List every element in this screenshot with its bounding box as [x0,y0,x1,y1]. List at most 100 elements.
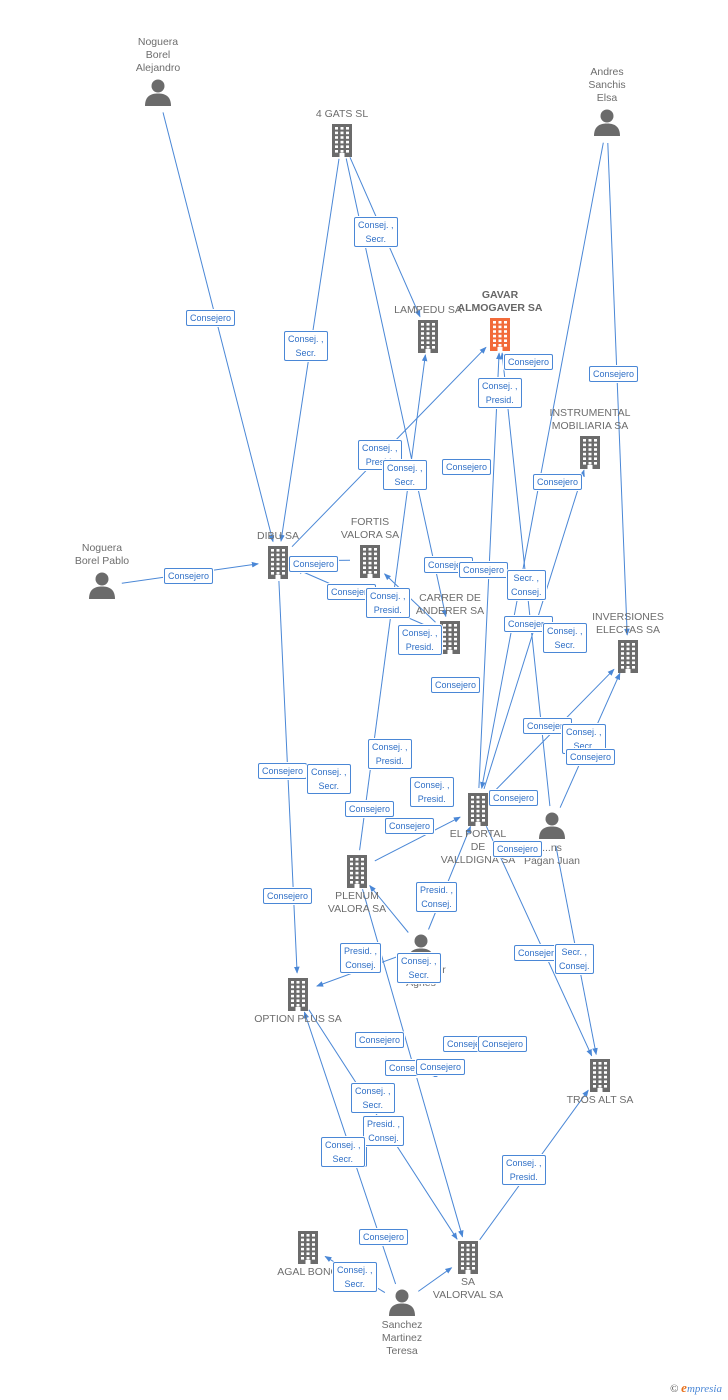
node-noguera_pablo[interactable]: Noguera Borel Pablo [42,542,162,602]
relation-label[interactable]: Consej. , Secr. [284,331,328,361]
node-agal[interactable]: AGAL BONO [248,1228,368,1279]
building-icon [310,544,430,578]
relation-label[interactable]: Consejero [263,888,313,904]
relation-label[interactable]: Secr. , Consej. [555,944,594,974]
node-label: GAVAR ALMOGAVER SA [457,289,543,314]
building-icon [248,1230,368,1264]
brand-logo-e: e [681,1380,687,1395]
person-icon [492,810,612,840]
node-label: SA VALORVAL SA [432,1276,504,1301]
relation-label[interactable]: Consejero [416,1059,466,1075]
node-label: INSTRUMENTAL MOBILIARIA SA [549,407,631,432]
relation-label[interactable]: Presid. , Consej. [340,943,382,973]
building-icon [408,1240,528,1274]
node-inversiones[interactable]: INVERSIONES ELECTAS SA [568,611,688,675]
node-label: LAMPEDU SA [394,304,462,316]
relation-label[interactable]: Presid. , Consej. [363,1116,405,1146]
relation-label[interactable]: Consej. , Secr. [354,217,398,247]
relation-label[interactable]: Consejero [442,459,492,475]
relation-label[interactable]: Consejero [566,749,616,765]
edge-plenum-to-portal [374,816,461,862]
relation-label[interactable]: Secr. , Consej. [507,570,546,600]
building-icon [368,319,488,353]
relation-label[interactable]: Consejero [459,562,509,578]
building-icon [238,977,358,1011]
relation-label[interactable]: Consej. , Presid. [358,440,402,470]
edge-noguera_alejandro-to-dibu [162,112,275,543]
node-label: Noguera Borel Pablo [74,542,130,567]
relation-label[interactable]: Consej. , Presid. [398,625,442,655]
relation-label[interactable]: Consejero [359,1229,409,1245]
edge-andres-to-inversiones [607,142,630,636]
relation-label[interactable]: Consejero [258,763,308,779]
relation-label[interactable]: Consej. , Presid. [368,739,412,769]
node-label: Noguera Borel Alejandro [135,36,181,74]
node-label: ...ns Pagan Juan [523,842,581,867]
person-icon [98,77,218,107]
node-label: DIBU SA [256,530,299,542]
edge-andres-to-portal [480,142,604,789]
relation-label[interactable]: Consej. , Secr. [333,1262,377,1292]
relation-label[interactable]: Consej. , Secr. [383,460,427,490]
relation-label[interactable]: Consejero [355,1032,405,1048]
building-icon [282,123,402,157]
node-fortis[interactable]: FORTIS VALORA SA [310,516,430,580]
node-label: CARRER DE ANDERER SA [415,592,485,617]
relation-label[interactable]: Consejero [289,556,339,572]
node-lampedu[interactable]: LAMPEDU SA [368,304,488,355]
building-icon [390,620,510,654]
node-dibu[interactable]: DIBU SA [218,530,338,581]
node-label: Andres Sanchis Elsa [588,66,626,104]
node-carrer[interactable]: CARRER DE ANDERER SA [390,592,510,656]
relation-label[interactable]: Consejero [478,1036,528,1052]
node-gats[interactable]: 4 GATS SL [282,108,402,159]
relation-label[interactable]: Consejero [489,790,539,806]
relation-label[interactable]: Consejero [504,354,554,370]
node-teresa[interactable]: Sanchez Martinez Teresa [342,1285,462,1358]
relation-label[interactable]: Consej. , Secr. [351,1083,395,1113]
node-instrumental[interactable]: INSTRUMENTAL MOBILIARIA SA [530,407,650,471]
node-gavar[interactable]: GAVAR ALMOGAVER SA [440,289,560,353]
building-icon [418,792,538,826]
brand-logo-text: mpresia [686,1383,722,1395]
person-icon [547,107,667,137]
relation-label[interactable]: Consej. , Presid. [410,777,454,807]
relation-label[interactable]: Consej. , Secr. [397,953,441,983]
edge-portal-to-tros [485,825,593,1057]
node-option[interactable]: OPTION PLUS SA [238,975,358,1026]
node-portal[interactable]: EL PORTAL DE VALLDIGNA SA [418,790,538,867]
node-label: TROS ALT SA [566,1094,634,1106]
relation-label[interactable]: Consejero [589,366,639,382]
node-label: EL PORTAL DE VALLDIGNA SA [440,828,516,866]
node-plenum[interactable]: PLENUM VALORA SA [297,852,417,916]
relation-label[interactable]: Consejero [164,568,214,584]
copyright-symbol: © [670,1383,679,1395]
node-noguera_alejandro[interactable]: Noguera Borel Alejandro [98,36,218,109]
node-label: AGAL BONO [277,1266,339,1278]
relation-label[interactable]: Consejero [186,310,236,326]
edge-carrer-to-fortis [383,573,436,623]
node-pagan[interactable]: ...ns Pagan Juan [492,808,612,868]
relation-label[interactable]: Consej. , Presid. [502,1155,546,1185]
relation-label[interactable]: Consejero [345,801,395,817]
building-icon [540,1058,660,1092]
relation-label[interactable]: Consej. , Secr. [321,1137,365,1167]
edge-lemonnier-to-portal [428,825,471,930]
relation-label[interactable]: Consej. , Secr. [307,764,351,794]
relation-label[interactable]: Consejero [431,677,481,693]
relation-label[interactable]: Presid. , Consej. [416,882,458,912]
node-tros[interactable]: TROS ALT SA [540,1056,660,1107]
relation-label[interactable]: Consej. , Presid. [366,588,410,618]
edge-teresa-to-valorval [418,1267,453,1292]
building-icon [218,545,338,579]
relation-label[interactable]: Consej. , Secr. [543,623,587,653]
node-andres[interactable]: Andres Sanchis Elsa [547,66,667,139]
relation-label[interactable]: Consejero [493,841,543,857]
relation-label[interactable]: Consejero [533,474,583,490]
node-valorval[interactable]: SA VALORVAL SA [408,1238,528,1302]
relation-label[interactable]: Consejero [385,818,435,834]
relation-label[interactable]: Consej. , Presid. [478,378,522,408]
node-label: Sanchez Martinez Teresa [381,1319,423,1357]
relation-label[interactable]: Consejero [523,718,573,734]
